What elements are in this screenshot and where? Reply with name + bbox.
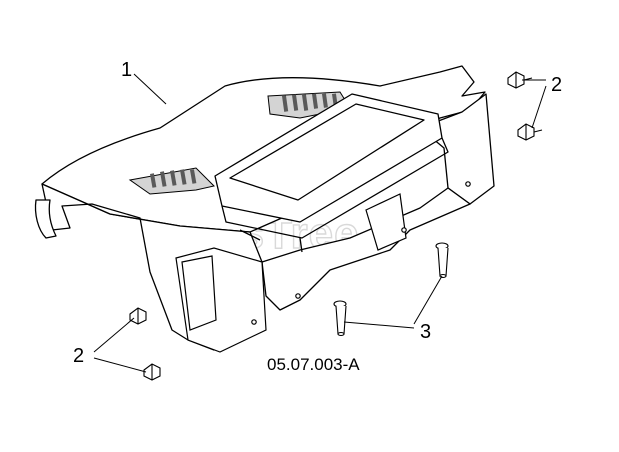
dash-tray-rim	[221, 137, 449, 239]
bolt-bottom-2	[143, 363, 161, 381]
bolt-bottom-1	[129, 307, 147, 325]
mounting-bracket	[175, 181, 471, 353]
dash-tray-inner	[229, 103, 425, 201]
callout-2-top: 2	[551, 74, 562, 96]
leader-3-a	[343, 321, 415, 329]
leader-2-top-b	[531, 85, 547, 129]
callouts: 1 2 2 3	[73, 59, 562, 367]
diagram-code: 05.07.003-A	[267, 355, 360, 374]
leader-lines	[93, 73, 547, 373]
dash-tray	[214, 93, 449, 253]
inner-front-panel	[261, 187, 471, 311]
callout-2-bottom: 2	[73, 345, 84, 367]
leader-2-bottom-a	[93, 317, 135, 353]
callout-3: 3	[420, 321, 431, 343]
leader-2-bottom-b	[93, 357, 147, 373]
pin-1	[333, 300, 347, 337]
leader-3-b	[413, 275, 443, 325]
pin-2	[435, 242, 449, 279]
bolt-top-2	[517, 123, 543, 141]
callout-1: 1	[121, 59, 132, 81]
left-fender-lip	[34, 199, 57, 239]
leader-1	[133, 73, 167, 105]
